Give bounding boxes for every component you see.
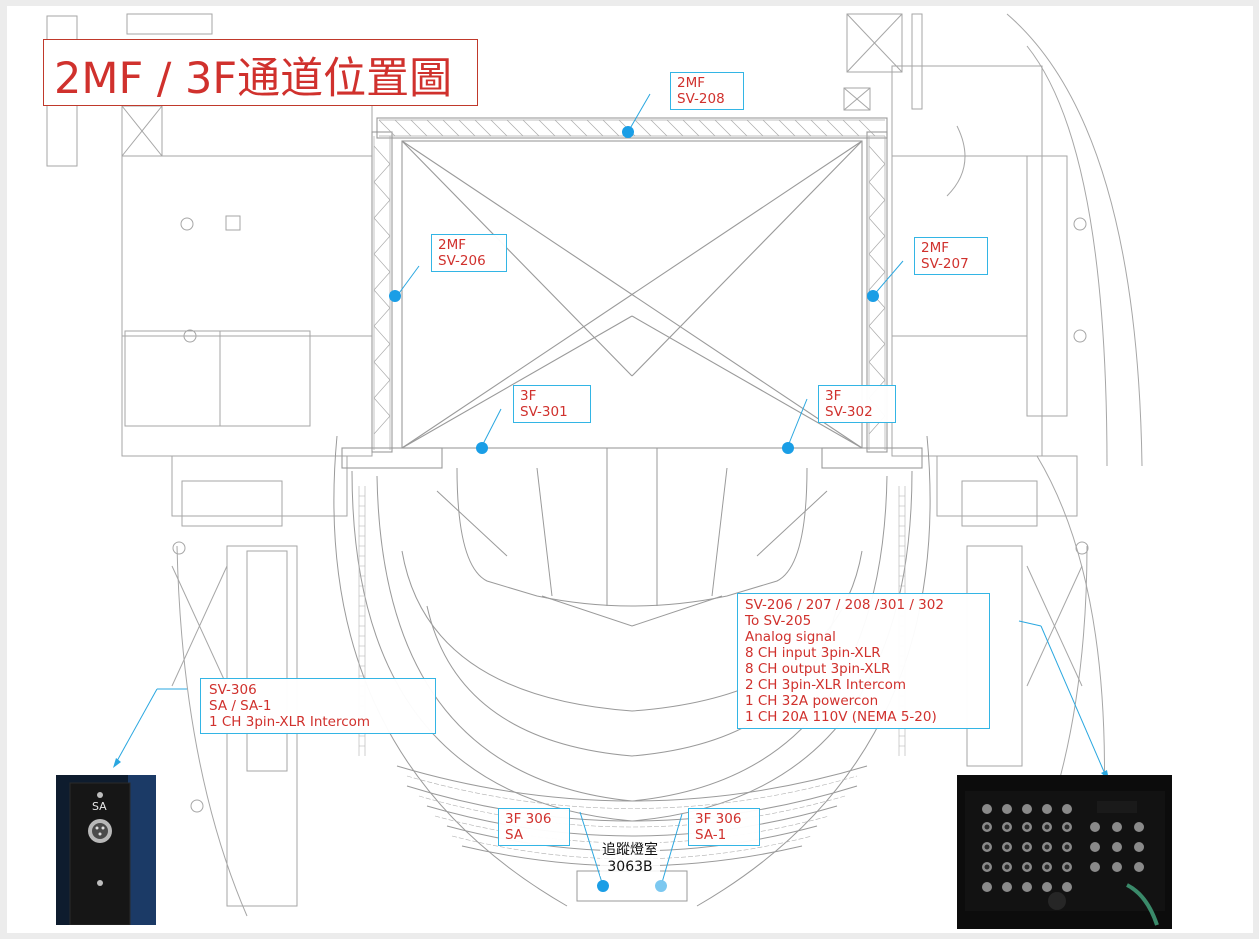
info-panel-line: 8 CH output 3pin-XLR [745, 661, 891, 677]
page-title: 2MF / 3F通道位置圖 [54, 54, 453, 104]
photo-sv-connector-panel [957, 775, 1172, 929]
photo-sa-wall-plate: SA [56, 775, 156, 925]
label-sv-301: 3F SV-301 [513, 385, 591, 423]
label-sv-302-floor: 3F [825, 388, 842, 404]
label-sa-floor: 3F 306 [505, 811, 552, 827]
label-sv-207-floor: 2MF [921, 240, 950, 256]
left-wing-block [121, 65, 373, 457]
page-title-box: 2MF / 3F通道位置圖 [43, 39, 478, 106]
info-panel-line: To SV-205 [745, 613, 812, 629]
info-panel-line: SV-206 / 207 / 208 /301 / 302 [745, 597, 944, 613]
label-sa-1: 3F 306 SA-1 [688, 808, 760, 846]
label-sa: 3F 306 SA [498, 808, 570, 846]
stage-area [401, 140, 863, 449]
follow-spot-room-label: 追蹤燈室 3063B [600, 842, 660, 876]
sa-plate-illustration [56, 775, 156, 925]
label-sv-206: 2MF SV-206 [431, 234, 507, 272]
slide-canvas: 2MF / 3F通道位置圖 2MF SV-208 2MF SV-206 2MF … [7, 6, 1253, 933]
label-sa-1-floor: 3F 306 [695, 811, 742, 827]
info-box-sv-panel: SV-206 / 207 / 208 /301 / 302 To SV-205 … [737, 593, 990, 729]
label-sv-207: 2MF SV-207 [914, 237, 988, 275]
label-sv-206-floor: 2MF [438, 237, 467, 253]
label-sa-1-id: SA-1 [695, 827, 727, 843]
info-panel-line: 1 CH 20A 110V (NEMA 5-20) [745, 709, 937, 725]
info-panel-line: 1 CH 32A powercon [745, 693, 879, 709]
label-sv-208-id: SV-208 [677, 91, 725, 107]
info-panel-line: 8 CH input 3pin-XLR [745, 645, 881, 661]
info-sv-306-line: SV-306 [209, 682, 257, 698]
sa-plate-label: SA [92, 800, 107, 813]
label-sv-302: 3F SV-302 [818, 385, 896, 423]
floor-plan [46, 13, 1143, 917]
room-name: 追蹤燈室 [602, 842, 658, 858]
label-sv-206-id: SV-206 [438, 253, 486, 269]
info-panel-line: 2 CH 3pin-XLR Intercom [745, 677, 907, 693]
label-sv-301-floor: 3F [520, 388, 537, 404]
label-sv-207-id: SV-207 [921, 256, 969, 272]
label-sv-301-id: SV-301 [520, 404, 568, 420]
label-sa-id: SA [505, 827, 524, 843]
info-box-sv-306: SV-306 SA / SA-1 1 CH 3pin-XLR Intercom [200, 678, 436, 734]
connector-panel-illustration [957, 775, 1172, 929]
sv-marker-dots [389, 126, 879, 892]
label-sv-302-id: SV-302 [825, 404, 873, 420]
info-panel-line: Analog signal [745, 629, 836, 645]
label-sv-208-floor: 2MF [677, 75, 706, 91]
info-sv-306-line: SA / SA-1 [209, 698, 272, 714]
info-sv-306-line: 1 CH 3pin-XLR Intercom [209, 714, 371, 730]
label-sv-208: 2MF SV-208 [670, 72, 744, 110]
room-number: 3063B [607, 859, 653, 875]
